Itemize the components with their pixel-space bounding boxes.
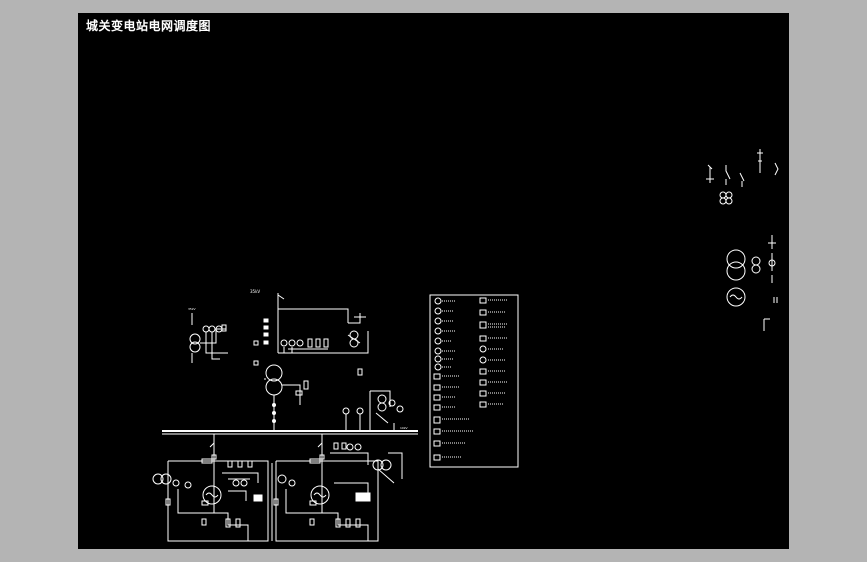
generator-unit-2 [273,434,403,542]
voltage-10kv-label: 10kV [400,426,409,430]
main-transformer-icon [265,364,283,382]
generator-2-icon [310,485,330,505]
generator-icon [726,287,746,307]
transformer-icon [726,249,746,269]
drawing-title: 城关变电站电网调度图 [86,19,212,33]
legend-column-left [433,297,474,461]
generator-1-icon [202,485,222,505]
svg-text:35kV: 35kV [188,307,197,311]
bus-10kv: 10kV [162,426,418,435]
generator-unit-1 [152,434,273,542]
legend-column-right [479,297,508,408]
voltage-35kv-label: 35kV [250,289,260,294]
symbol-fragments-right [706,149,779,331]
cad-viewport[interactable]: 城关变电站电网调度图 35kV [78,13,789,549]
schematic-drawing: 35kV 35kV [152,149,779,542]
left-transformer-group: 35kV [188,307,228,363]
main-transformer-group: 35kV [250,289,404,431]
legend-box [429,294,519,468]
